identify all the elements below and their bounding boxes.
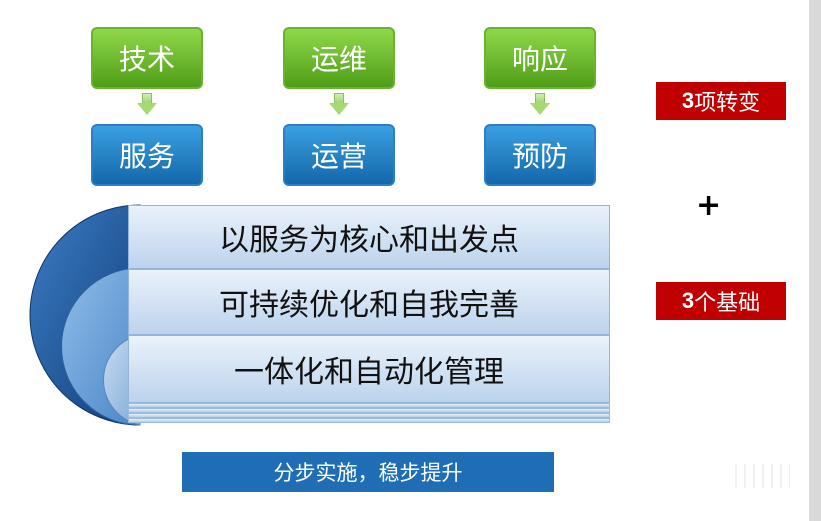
thin-layer: [128, 413, 610, 418]
down-arrow-icon: [329, 93, 349, 115]
layer-band-1: 以服务为核心和出发点: [128, 205, 610, 269]
slogan-text: 分步实施，稳步提升: [273, 461, 463, 485]
right-gray-strip: [809, 0, 821, 521]
down-arrow-icon: [530, 93, 550, 115]
layer-band-3: 一体化和自动化管理: [128, 335, 610, 403]
blue-box-prevention: 预防: [484, 124, 596, 186]
box-label: 技术: [118, 43, 175, 76]
tag-number: 3: [681, 288, 695, 313]
plus-sign: +: [696, 188, 722, 223]
blue-box-operation: 运营: [283, 124, 395, 186]
green-box-ops: 运维: [283, 27, 395, 89]
layer-band-2: 可持续优化和自我完善: [128, 269, 610, 335]
layer-text: 以服务为核心和出发点: [219, 223, 519, 258]
slogan-bar: 分步实施，稳步提升: [182, 452, 554, 492]
faint-watermark: [735, 464, 790, 488]
tag-text: 项转变: [694, 91, 761, 116]
thin-layer: [128, 408, 610, 413]
thin-layer: [128, 418, 610, 423]
tag-number: 3: [681, 88, 695, 113]
box-label: 响应: [511, 43, 568, 76]
down-arrow-icon: [137, 93, 157, 115]
box-label: 运营: [310, 140, 367, 173]
layer-text: 可持续优化和自我完善: [219, 288, 519, 323]
thin-layer: [128, 403, 610, 408]
green-box-response: 响应: [484, 27, 596, 89]
green-box-tech: 技术: [91, 27, 203, 89]
box-label: 预防: [511, 140, 568, 173]
box-label: 运维: [310, 43, 367, 76]
blue-box-service: 服务: [91, 124, 203, 186]
layer-text: 一体化和自动化管理: [234, 355, 504, 390]
tag-text: 个基础: [694, 291, 761, 316]
box-label: 服务: [118, 140, 175, 173]
